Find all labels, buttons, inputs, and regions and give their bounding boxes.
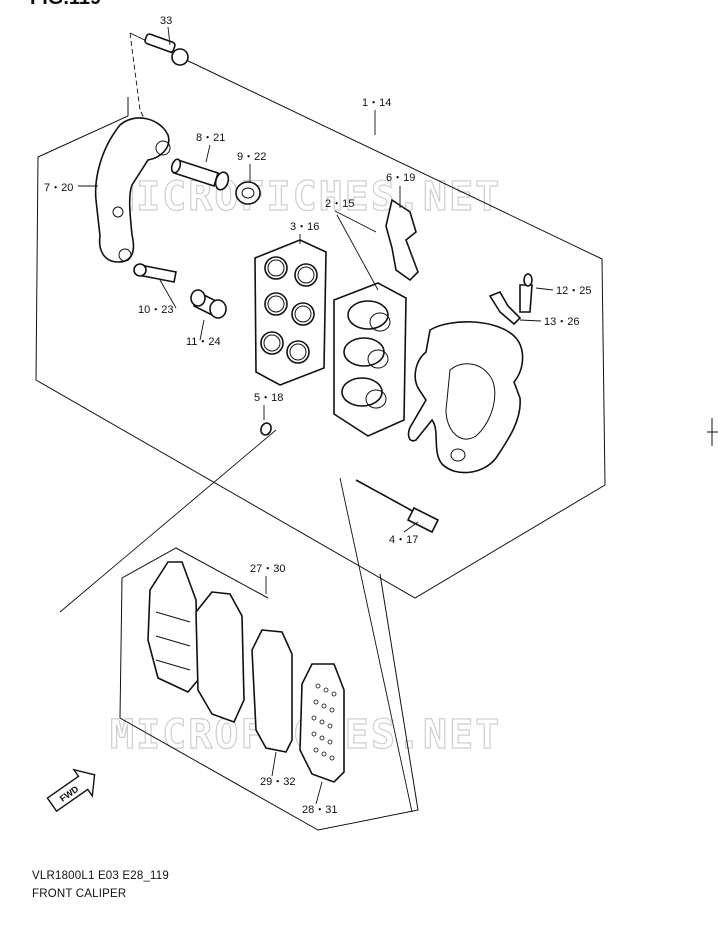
callout-13-26: 13・26: [544, 316, 579, 328]
pad-set-outline: [119, 547, 419, 831]
callout-10-23: 10・23: [138, 304, 173, 316]
bracket-hole: [112, 206, 124, 218]
figure-number: FIG.119: [30, 0, 101, 9]
callout-27-30: 27・30: [250, 563, 285, 575]
callout-11-24: 11・24: [186, 336, 221, 348]
callout-9-22: 9・22: [237, 151, 266, 163]
leader-line: [59, 429, 277, 613]
brake-pad-27: [147, 561, 199, 693]
diagram-code: VLR1800L1 E03 E28_119: [32, 870, 169, 882]
callout-2-15: 2・15: [325, 198, 354, 210]
callout-6-19: 6・19: [386, 172, 415, 184]
callout-leaders: [78, 26, 554, 805]
callout-1-14: 1・14: [362, 97, 391, 109]
callout-labels: 33 1・14 8・21 9・22 7・20 6・19 2・15 3・16 12…: [44, 15, 591, 816]
caliper-bracket-7: [94, 117, 170, 263]
pad-spring-6: [385, 198, 419, 282]
watermark-top: MICROFICHES.NET: [110, 174, 501, 220]
callout-4-17: 4・17: [389, 534, 418, 546]
fwd-arrow-icon: FWD: [46, 768, 96, 813]
callout-8-21: 8・21: [196, 132, 225, 144]
callout-3-16: 3・16: [290, 221, 319, 233]
piston-seal-set-3: [254, 239, 327, 386]
piston-set-2: [333, 282, 407, 437]
caliper-face: [445, 363, 496, 440]
shim-perforations: [311, 683, 337, 761]
diagram-title: FRONT CALIPER: [32, 888, 127, 900]
callout-28-31: 28・31: [302, 804, 337, 816]
caliper-body: [407, 321, 524, 474]
pad-groove: [155, 611, 191, 623]
bracket-hole: [118, 248, 132, 262]
mounting-bolt-33: [144, 33, 189, 66]
slide-pin-8: [170, 158, 230, 191]
leader-line: [339, 477, 413, 813]
callout-33: 33: [160, 15, 172, 27]
pin-boot-9: [235, 181, 261, 205]
shim-28: [299, 663, 345, 783]
brake-pad-backing: [195, 591, 245, 724]
shim-29: [251, 629, 293, 753]
callout-12-25: 12・25: [556, 285, 591, 297]
callout-29-32: 29・32: [260, 776, 295, 788]
caliper-assembly-outline: [35, 56, 606, 599]
clip-5: [260, 422, 272, 436]
bleeder-cap-13: [488, 290, 522, 326]
callout-5-18: 5・18: [254, 392, 283, 404]
pin-10: [133, 263, 177, 283]
pad-groove: [155, 659, 191, 671]
pad-groove: [155, 635, 191, 647]
pad-pin-4: [355, 479, 440, 534]
slide-pin-11: [190, 289, 227, 319]
callout-7-20: 7・20: [44, 182, 73, 194]
caliper-hole: [450, 448, 466, 462]
bleeder-valve-12: [519, 273, 533, 313]
bracket-hole: [155, 140, 171, 156]
